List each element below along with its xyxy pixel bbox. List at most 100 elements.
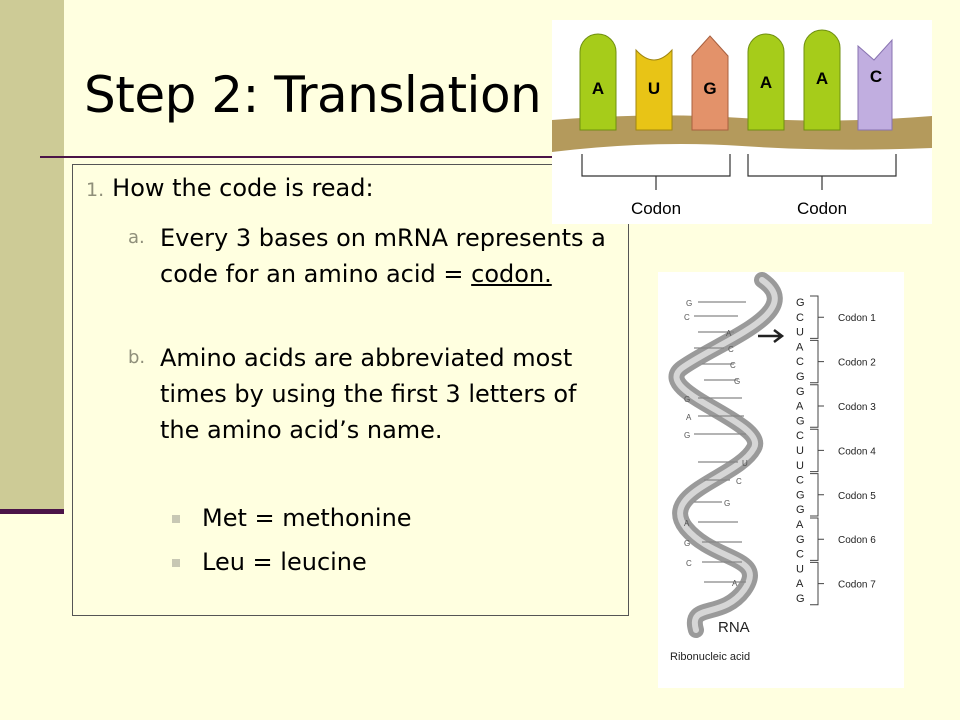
rna-base-letter: U: [796, 445, 804, 457]
codon-label: Codon 7: [838, 580, 876, 591]
svg-text:C: C: [730, 361, 736, 370]
bullet-square-icon: [172, 515, 180, 523]
rna-base-letter: C: [796, 430, 804, 442]
rna-base-letter: G: [796, 386, 805, 398]
codon-bracket: [810, 428, 824, 473]
codon-bracket: [810, 339, 824, 384]
svg-text:G: G: [724, 499, 730, 508]
sub-item-letter: b.: [128, 347, 146, 368]
codon-labels: Codon 1 Codon 2 Codon 3 Codon 4 Codon 5 Codon…: [838, 313, 876, 590]
codon-label: Codon 5: [838, 491, 876, 502]
rna-label: RNA: [718, 619, 750, 636]
base-c: [857, 38, 893, 131]
sub-item-text: Every 3 bases on mRNA represents a code …: [160, 220, 608, 292]
helix-rungs: [694, 301, 746, 583]
list-number: 1.: [86, 179, 105, 201]
svg-text:G: G: [684, 539, 690, 548]
side-accent-underline: [0, 509, 64, 514]
codon-label: Codon 6: [838, 535, 876, 546]
rna-base-letter: A: [796, 519, 804, 531]
svg-text:G: G: [684, 431, 690, 440]
rna-base-letter: G: [796, 593, 805, 605]
sub-item-b: b. Amino acids are abbreviated most time…: [128, 340, 608, 448]
rna-base-letter: C: [796, 549, 804, 561]
codon-bracket: [810, 384, 824, 428]
rna-base-letter: U: [796, 460, 804, 472]
base-label: A: [760, 73, 772, 92]
svg-text:C: C: [684, 313, 690, 322]
content-box: [72, 164, 629, 616]
base-label: A: [592, 79, 604, 98]
bullet-square-icon: [172, 559, 180, 567]
codon-bracket: [810, 473, 824, 517]
bullet-item: Leu = leucine: [172, 548, 367, 576]
codon-brackets: [810, 295, 824, 606]
base-a: [803, 29, 841, 131]
svg-text:C: C: [736, 477, 742, 486]
rna-base-letter: G: [796, 534, 805, 546]
svg-text:U: U: [742, 459, 748, 468]
bullet-text: Met = methonine: [202, 504, 412, 532]
codon-label: Codon: [631, 199, 681, 218]
codon-label: Codon 3: [838, 402, 876, 413]
rna-helix-illustration: GCA CCG GAG UCG AGC A GCUACGGAGCUUCGGAGC…: [668, 272, 876, 663]
list-item-level1: 1. How the code is read:: [86, 174, 374, 202]
codon-bracket: [810, 517, 824, 561]
base-u: [635, 48, 673, 131]
svg-text:G: G: [684, 395, 690, 404]
svg-text:G: G: [686, 299, 692, 308]
rna-base-letter: C: [796, 312, 804, 324]
codon-label: Codon: [797, 199, 847, 218]
rna-base-letter: A: [796, 578, 804, 590]
slide-title: Step 2: Translation: [84, 66, 542, 124]
codon-term: codon.: [471, 260, 552, 288]
codon-label: Codon 4: [838, 446, 876, 457]
base-label: U: [648, 79, 660, 98]
codon-label: Codon 2: [838, 358, 876, 369]
codon-figure: A U G A A C Codon Codon: [552, 20, 932, 224]
sub-item-a: a. Every 3 bases on mRNA represents a co…: [128, 220, 608, 292]
helix-base-letters: GCA CCG GAG UCG AGC A: [684, 299, 748, 588]
rna-base-letter: A: [796, 401, 804, 413]
svg-text:C: C: [686, 559, 692, 568]
rna-base-letter: G: [796, 415, 805, 427]
bullet-text: Leu = leucine: [202, 548, 367, 576]
helix-ribbon-highlight: [673, 277, 778, 633]
rna-base-letter: G: [796, 489, 805, 501]
svg-text:A: A: [684, 519, 690, 528]
base-label: G: [703, 79, 716, 98]
rna-base-letter: G: [796, 297, 805, 309]
codon-bracket: [810, 561, 824, 606]
codon-illustration: A U G A A C Codon Codon: [552, 29, 932, 218]
sub-item-letter: a.: [128, 227, 145, 248]
rna-base-letter: U: [796, 327, 804, 339]
codon-bracket: [747, 154, 897, 190]
rna-base-letter: U: [796, 563, 804, 575]
side-accent-bar: [0, 0, 64, 512]
codon-bracket: [581, 154, 731, 190]
base-label: C: [870, 67, 882, 86]
arrow-right-icon: [758, 329, 785, 343]
rna-base-letter: C: [796, 475, 804, 487]
base-a: [579, 33, 617, 131]
codon-label: Codon 1: [838, 313, 876, 324]
rna-base-letter: A: [796, 341, 804, 353]
svg-text:A: A: [686, 413, 692, 422]
base-label: A: [816, 69, 828, 88]
svg-text:G: G: [734, 377, 740, 386]
svg-text:C: C: [728, 345, 734, 354]
codon-bracket: [810, 295, 824, 339]
rna-base-letter: C: [796, 356, 804, 368]
rna-caption: Ribonucleic acid: [670, 651, 750, 663]
base-g: [691, 35, 729, 131]
sub-item-text-part: Every 3 bases on mRNA represents a code …: [160, 224, 606, 288]
svg-text:A: A: [732, 579, 738, 588]
rna-base-letter: G: [796, 371, 805, 383]
rna-base-letter: G: [796, 504, 805, 516]
svg-text:A: A: [726, 329, 732, 338]
base-a: [747, 33, 785, 131]
sub-item-text: Amino acids are abbreviated most times b…: [160, 344, 577, 444]
list-item-text: How the code is read:: [112, 174, 374, 202]
